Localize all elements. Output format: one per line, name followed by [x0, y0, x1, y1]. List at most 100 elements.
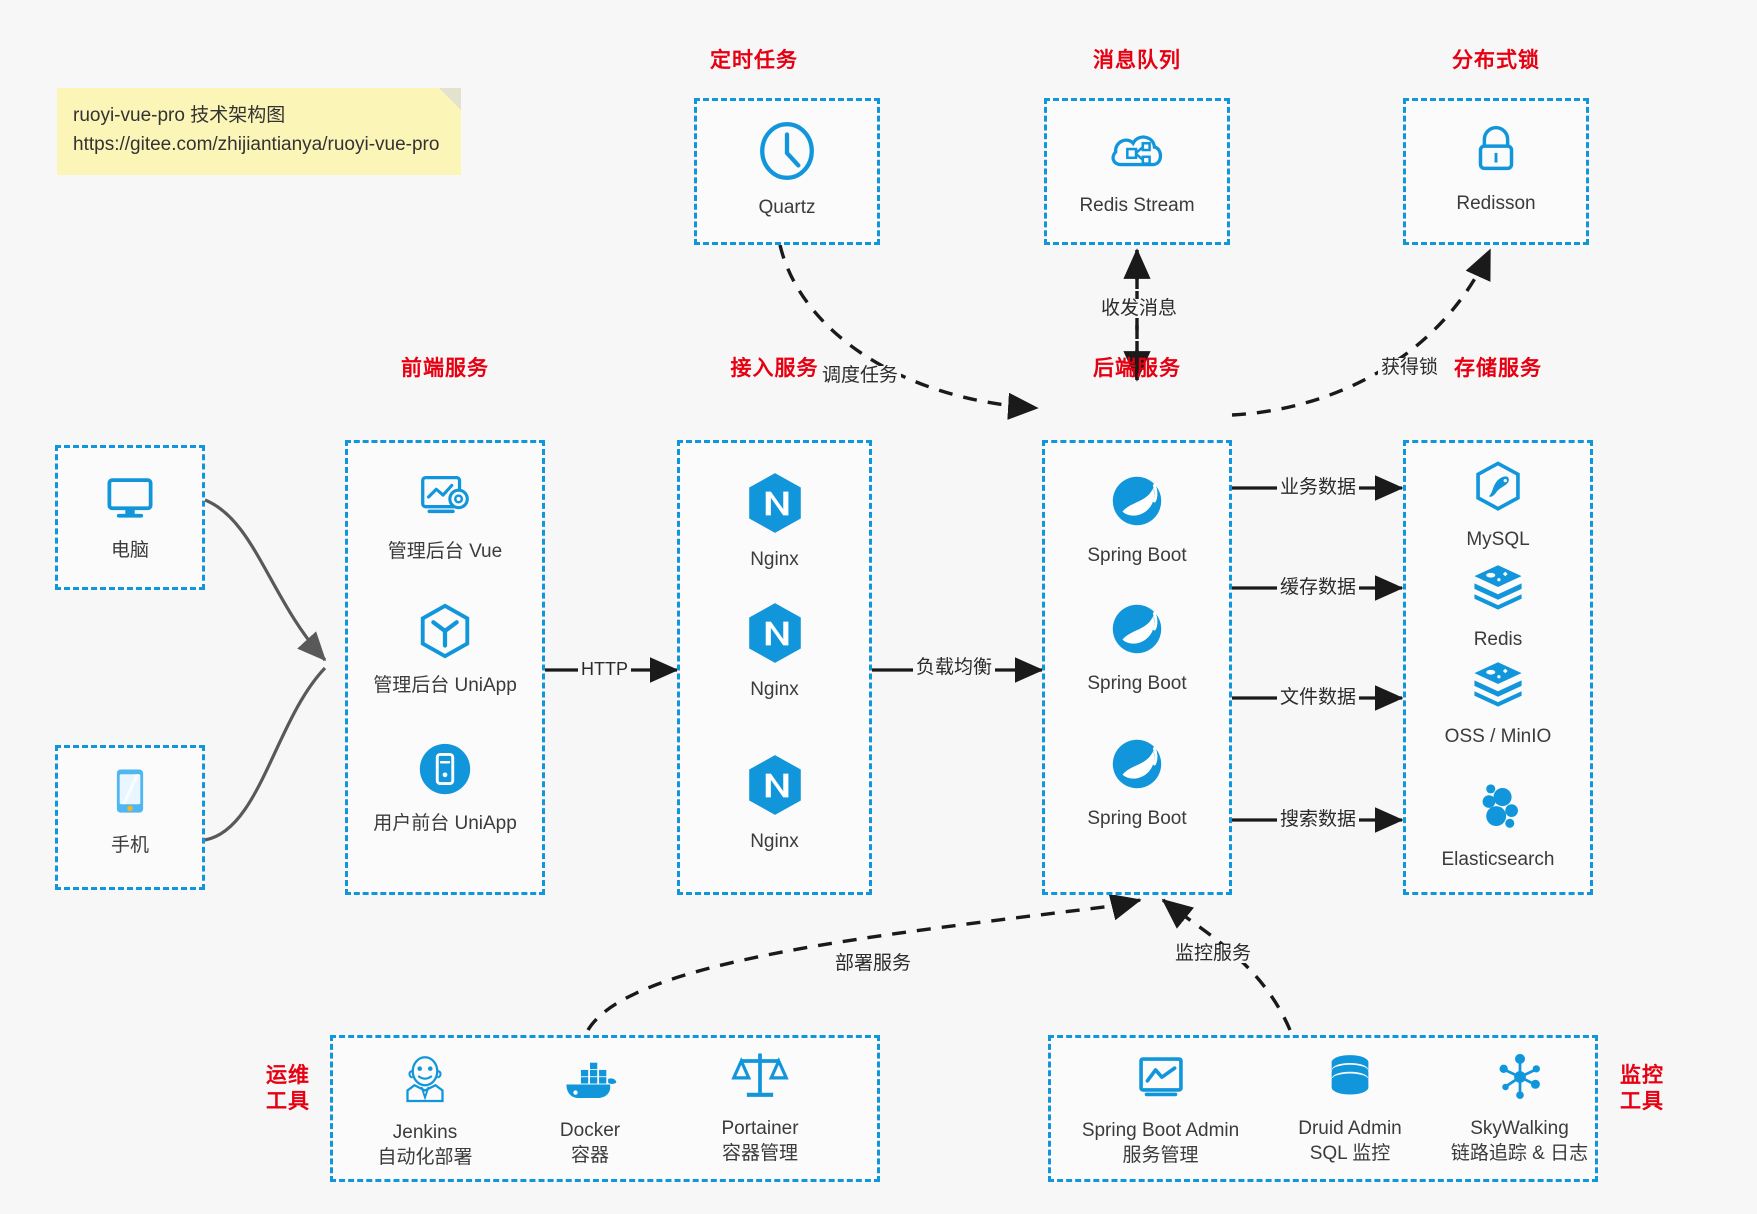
group-title-lock: 分布式锁 [1452, 49, 1540, 72]
group-title-devops: 运维 工具 [258, 1063, 318, 1116]
node-mysql[interactable]: MySQL [1403, 458, 1593, 552]
node-label-jenkins: Jenkins [392, 1122, 458, 1143]
node-label-oss-minio: OSS / MinIO [1444, 726, 1552, 747]
node-label-springboot-2: Spring Boot [1087, 673, 1187, 694]
node-nginx-1[interactable]: Nginx [677, 470, 872, 572]
node-label-client-mobile: 手机 [110, 835, 149, 856]
group-title-storage: 存储服务 [1454, 357, 1542, 380]
group-box-scheduler [694, 98, 880, 245]
group-box-lock [1403, 98, 1589, 245]
node-redisson[interactable]: Redisson [1403, 118, 1589, 216]
clock-icon [754, 118, 820, 189]
group-title-monitor-line2: 工具 [1620, 1090, 1664, 1114]
group-title-monitor: 监控 工具 [1612, 1063, 1672, 1116]
node-label-redis: Redis [1473, 629, 1523, 650]
portainer-scale-icon [730, 1046, 790, 1111]
edge-label-schedule-task: 调度任务 [819, 366, 902, 385]
sticky-note: ruoyi-vue-pro 技术架构图 https://gitee.com/zh… [57, 88, 461, 175]
node-spring-boot-admin[interactable]: Spring Boot Admin 服务管理 [1058, 1050, 1263, 1168]
smartphone-icon [102, 762, 158, 827]
group-title-backend: 后端服务 [1093, 357, 1181, 380]
node-quartz[interactable]: Quartz [694, 118, 880, 220]
spring-boot-icon [1106, 598, 1168, 665]
node-label-client-pc: 电脑 [110, 540, 149, 561]
node-nginx-3[interactable]: Nginx [677, 752, 872, 854]
node-label-admin-uniapp: 管理后台 UniApp [373, 675, 517, 696]
group-title-devops-line1: 运维 [266, 1064, 310, 1087]
edge-label-cache-data: 缓存数据 [1277, 578, 1360, 597]
group-box-mq [1044, 98, 1230, 245]
node-label-mysql: MySQL [1466, 529, 1530, 550]
node-label-redis-stream: Redis Stream [1079, 195, 1195, 216]
spring-boot-icon [1106, 470, 1168, 537]
node-jenkins[interactable]: Jenkins 自动化部署 [345, 1050, 505, 1170]
node-sublabel-portainer: 容器管理 [721, 1142, 798, 1164]
group-title-mq: 消息队列 [1093, 49, 1181, 72]
group-title-devops-line2: 工具 [266, 1090, 310, 1114]
node-springboot-2[interactable]: Spring Boot [1042, 598, 1232, 696]
edge-label-send-receive-msg: 收发消息 [1098, 299, 1181, 318]
elasticsearch-icon [1469, 778, 1527, 841]
node-client-pc[interactable]: 电脑 [55, 467, 205, 563]
node-docker[interactable]: Docker 容器 [510, 1050, 670, 1168]
node-label-nginx-2: Nginx [750, 679, 799, 700]
edge-label-monitor-service: 监控服务 [1172, 944, 1255, 963]
node-oss-minio[interactable]: OSS / MinIO [1403, 655, 1593, 749]
node-nginx-2[interactable]: Nginx [677, 600, 872, 702]
node-admin-vue[interactable]: 管理后台 Vue [345, 466, 545, 564]
spring-boot-icon [1106, 733, 1168, 800]
group-title-scheduler: 定时任务 [710, 49, 798, 72]
note-line-2: https://gitee.com/zhijiantianya/ruoyi-vu… [73, 134, 440, 156]
group-title-monitor-line1: 监控 [1620, 1064, 1664, 1087]
edge-label-file-data: 文件数据 [1277, 688, 1360, 707]
node-label-admin-vue: 管理后台 Vue [387, 541, 503, 562]
skywalking-node-icon [1491, 1048, 1549, 1111]
node-label-user-uniapp: 用户前台 UniApp [373, 813, 517, 834]
node-label-spring-boot-admin: Spring Boot Admin [1081, 1120, 1240, 1141]
node-portainer[interactable]: Portainer 容器管理 [675, 1046, 845, 1166]
edge-label-http: HTTP [578, 660, 631, 678]
mobile-app-circle-icon [414, 738, 476, 805]
node-springboot-3[interactable]: Spring Boot [1042, 733, 1232, 831]
node-sublabel-druid-admin: SQL 监控 [1309, 1142, 1391, 1164]
node-springboot-1[interactable]: Spring Boot [1042, 470, 1232, 568]
node-label-nginx-3: Nginx [750, 831, 799, 852]
docker-whale-icon [560, 1050, 620, 1113]
node-label-quartz: Quartz [758, 197, 816, 218]
node-label-skywalking: SkyWalking [1470, 1118, 1569, 1139]
note-line-1: ruoyi-vue-pro 技术架构图 [73, 105, 286, 126]
group-box-backend [1042, 440, 1232, 895]
nginx-icon [744, 752, 806, 823]
redis-stack-icon [1469, 558, 1527, 621]
node-elasticsearch[interactable]: Elasticsearch [1403, 778, 1593, 872]
mysql-icon [1469, 458, 1527, 521]
node-sublabel-spring-boot-admin: 服务管理 [1122, 1144, 1199, 1166]
node-label-redisson: Redisson [1456, 193, 1536, 214]
group-title-frontend: 前端服务 [401, 357, 489, 380]
edge-label-search-data: 搜索数据 [1277, 810, 1360, 829]
node-sublabel-jenkins: 自动化部署 [377, 1146, 473, 1168]
group-box-devops [330, 1035, 880, 1182]
object-storage-icon [1469, 655, 1527, 718]
edge-label-deploy-service: 部署服务 [832, 954, 915, 973]
nginx-icon [744, 600, 806, 671]
group-title-gateway: 接入服务 [730, 357, 819, 380]
node-redis-stream[interactable]: Redis Stream [1044, 120, 1230, 218]
edge-label-business-data: 业务数据 [1277, 478, 1360, 497]
node-skywalking[interactable]: SkyWalking 链路追踪 & 日志 [1432, 1048, 1607, 1166]
jenkins-butler-icon [397, 1050, 453, 1115]
node-sublabel-skywalking: 链路追踪 & 日志 [1450, 1142, 1589, 1164]
node-admin-uniapp[interactable]: 管理后台 UniApp [345, 600, 545, 698]
group-box-frontend [345, 440, 545, 895]
desktop-computer-icon [100, 467, 160, 532]
nginx-icon [744, 470, 806, 541]
node-druid-admin[interactable]: Druid Admin SQL 监控 [1270, 1048, 1430, 1166]
node-user-uniapp[interactable]: 用户前台 UniApp [345, 738, 545, 836]
node-label-nginx-1: Nginx [750, 549, 799, 570]
edge-label-acquire-lock: 获得锁 [1378, 358, 1442, 377]
dashboard-settings-icon [414, 466, 476, 533]
node-redis[interactable]: Redis [1403, 558, 1593, 652]
node-client-mobile[interactable]: 手机 [55, 762, 205, 858]
node-label-springboot-3: Spring Boot [1087, 808, 1187, 829]
